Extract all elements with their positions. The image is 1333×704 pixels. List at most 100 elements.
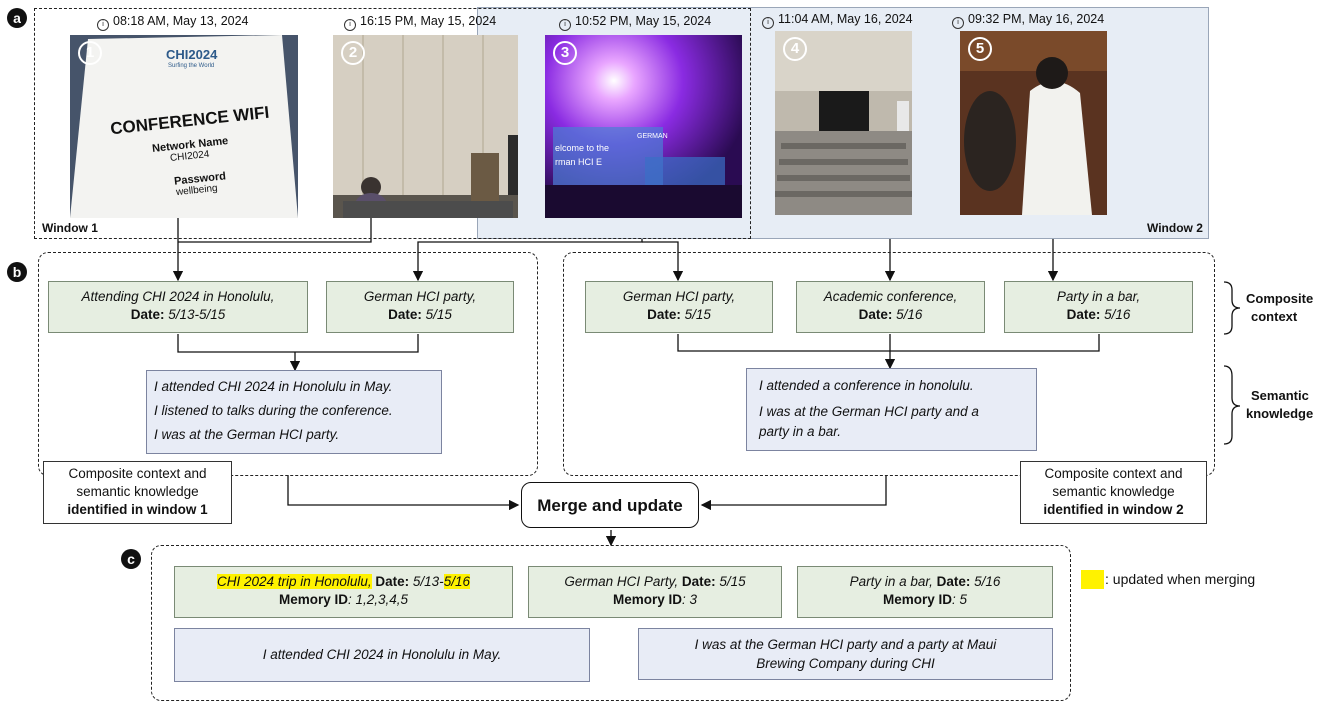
w2-caption-line-1: Composite context and xyxy=(1044,466,1183,481)
w2-context-2-date: 5/16 xyxy=(896,307,923,322)
legend-text: : updated when merging xyxy=(1105,571,1256,587)
merged-semantic-2-line-2: Brewing Company during CHI xyxy=(756,656,935,671)
photo-4-conference-hall: 4 xyxy=(775,31,912,215)
window-2-label: Window 2 xyxy=(1147,221,1203,235)
merged-context-1-date-start: 5/13- xyxy=(412,574,444,589)
photo-number-5: 5 xyxy=(968,37,992,61)
merged-context-1-date-end: 5/16 xyxy=(443,574,470,589)
clock-icon: i xyxy=(559,19,571,31)
photo-number-2: 2 xyxy=(341,41,365,65)
merged-context-2-label: German HCI Party, xyxy=(564,574,679,589)
w1-context-box-1: Attending CHI 2024 in Honolulu, Date: 5/… xyxy=(48,281,308,333)
w2-context-box-2: Academic conference, Date: 5/16 xyxy=(796,281,985,333)
timestamp-1: i 08:18 AM, May 13, 2024 xyxy=(97,14,249,31)
photo-number-3: 3 xyxy=(553,41,577,65)
window-1-region xyxy=(34,8,751,239)
photo-number-4: 4 xyxy=(783,37,807,61)
timestamp-3: i 10:52 PM, May 15, 2024 xyxy=(559,14,711,31)
w2-context-2-label: Academic conference, xyxy=(823,289,958,304)
timestamp-4: i 11:04 AM, May 16, 2024 xyxy=(762,12,913,29)
merged-memory-region xyxy=(151,545,1071,701)
timestamp-1-text: 08:18 AM, May 13, 2024 xyxy=(113,14,249,28)
merged-context-3-date-label: Date: xyxy=(936,574,971,589)
section-badge-b: b xyxy=(7,262,27,282)
merged-semantic-1-text: I attended CHI 2024 in Honolulu in May. xyxy=(262,647,502,662)
w2-context-3-label: Party in a bar, xyxy=(1056,289,1141,304)
party-screen-text-3: rman HCI E xyxy=(555,157,603,167)
window-2-analysis-region xyxy=(563,252,1215,476)
photo-2-talk-room: 2 xyxy=(333,35,518,218)
w1-context-2-label: German HCI party, xyxy=(363,289,477,304)
clock-icon: i xyxy=(344,19,356,31)
timestamp-3-text: 10:52 PM, May 15, 2024 xyxy=(575,14,712,28)
w1-caption-line-1: Composite context and xyxy=(68,466,207,481)
merged-context-box-2: German HCI Party, Date: 5/15 Memory ID: … xyxy=(528,566,782,618)
wifi-logo: CHI2024 xyxy=(166,47,218,62)
w2-semantic-box: I attended a conference in honolulu. I w… xyxy=(746,368,1037,451)
merged-context-2-ids: : 3 xyxy=(682,592,698,607)
w1-context-1-date-label: Date: xyxy=(130,307,165,322)
side-composite-line-1: Composite xyxy=(1246,291,1314,306)
w2-context-3-date-label: Date: xyxy=(1066,307,1101,322)
merged-context-box-1: CHI 2024 trip in Honolulu, Date: 5/13-5/… xyxy=(174,566,513,618)
side-label-composite-context: Composite context xyxy=(1246,290,1313,326)
w1-semantic-line-2: I listened to talks during the conferenc… xyxy=(154,403,393,418)
party-screen-text-2: elcome to the xyxy=(555,143,610,153)
merged-context-3-label: Party in a bar, xyxy=(849,574,933,589)
party-drawing xyxy=(545,35,742,218)
w2-caption-box: Composite context and semantic knowledge… xyxy=(1020,461,1207,524)
side-composite-line-2: context xyxy=(1251,309,1298,324)
w2-context-1-label: German HCI party, xyxy=(622,289,736,304)
w2-semantic-line-1: I attended a conference in honolulu. xyxy=(759,378,974,393)
merged-semantic-2-line-1: I was at the German HCI party and a part… xyxy=(694,637,997,652)
merged-semantic-box-1: I attended CHI 2024 in Honolulu in May. xyxy=(174,628,590,682)
photo-3-party: 3 GERMAN elcome to the rman HCI E xyxy=(545,35,742,218)
timestamp-2-text: 16:15 PM, May 15, 2024 xyxy=(360,14,497,28)
legend-highlight-swatch xyxy=(1081,570,1104,589)
side-semantic-line-1: Semantic xyxy=(1251,388,1309,403)
w2-context-box-3: Party in a bar, Date: 5/16 xyxy=(1004,281,1193,333)
w1-caption-box: Composite context and semantic knowledge… xyxy=(43,461,232,524)
merged-context-3-date: 5/16 xyxy=(974,574,1001,589)
wifi-sign-drawing xyxy=(70,35,298,218)
w2-caption-line-3: identified in window 2 xyxy=(1043,502,1184,517)
side-label-semantic-knowledge: Semantic knowledge xyxy=(1246,387,1313,423)
w1-context-1-label: Attending CHI 2024 in Honolulu, xyxy=(81,289,275,304)
photo-number-1: 1 xyxy=(78,41,102,65)
side-semantic-line-2: knowledge xyxy=(1246,406,1314,421)
w2-caption-line-2: semantic knowledge xyxy=(1052,484,1175,499)
w2-context-1-date: 5/15 xyxy=(684,307,711,322)
merged-context-box-3: Party in a bar, Date: 5/16 Memory ID: 5 xyxy=(797,566,1053,618)
w1-caption-line-2: semantic knowledge xyxy=(76,484,199,499)
w1-context-2-date-label: Date: xyxy=(388,307,422,322)
merged-context-2-id-label: Memory ID xyxy=(612,592,682,607)
timestamp-2: i 16:15 PM, May 15, 2024 xyxy=(344,14,496,31)
w1-semantic-box: I attended CHI 2024 in Honolulu in May. … xyxy=(146,370,442,454)
merged-context-1-date-label: Date: xyxy=(375,574,410,589)
w2-context-2-date-label: Date: xyxy=(858,307,893,322)
photo-1-wifi-sign: 1 CHI2024 Surfing the World CONFERENCE W… xyxy=(70,35,298,218)
w1-semantic-line-1: I attended CHI 2024 in Honolulu in May. xyxy=(154,379,393,394)
w2-context-3-date: 5/16 xyxy=(1104,307,1131,322)
merged-semantic-box-2: I was at the German HCI party and a part… xyxy=(638,628,1053,680)
w1-semantic-line-3: I was at the German HCI party. xyxy=(154,427,340,442)
w1-caption-line-3: identified in window 1 xyxy=(67,502,208,517)
window-1-analysis-region xyxy=(38,252,538,476)
merged-context-3-ids: : 5 xyxy=(952,592,968,607)
clock-icon: i xyxy=(762,17,774,29)
merged-context-1-ids: : 1,2,3,4,5 xyxy=(347,592,409,607)
photo-5-bar: 5 xyxy=(960,31,1107,215)
party-screen-text-1: GERMAN xyxy=(637,133,668,140)
w1-context-1-date: 5/13-5/15 xyxy=(168,307,226,322)
timestamp-5-text: 09:32 PM, May 16, 2024 xyxy=(968,12,1105,26)
section-badge-a: a xyxy=(7,8,27,28)
timestamp-4-text: 11:04 AM, May 16, 2024 xyxy=(778,12,913,26)
w2-context-box-1: German HCI party, Date: 5/15 xyxy=(585,281,773,333)
w1-context-2-date: 5/15 xyxy=(425,307,452,322)
clock-icon: i xyxy=(97,19,109,31)
w1-context-box-2: German HCI party, Date: 5/15 xyxy=(326,281,514,333)
merged-context-1-id-label: Memory ID xyxy=(278,592,348,607)
w2-context-1-date-label: Date: xyxy=(647,307,681,322)
merge-and-update-box: Merge and update xyxy=(521,482,699,528)
